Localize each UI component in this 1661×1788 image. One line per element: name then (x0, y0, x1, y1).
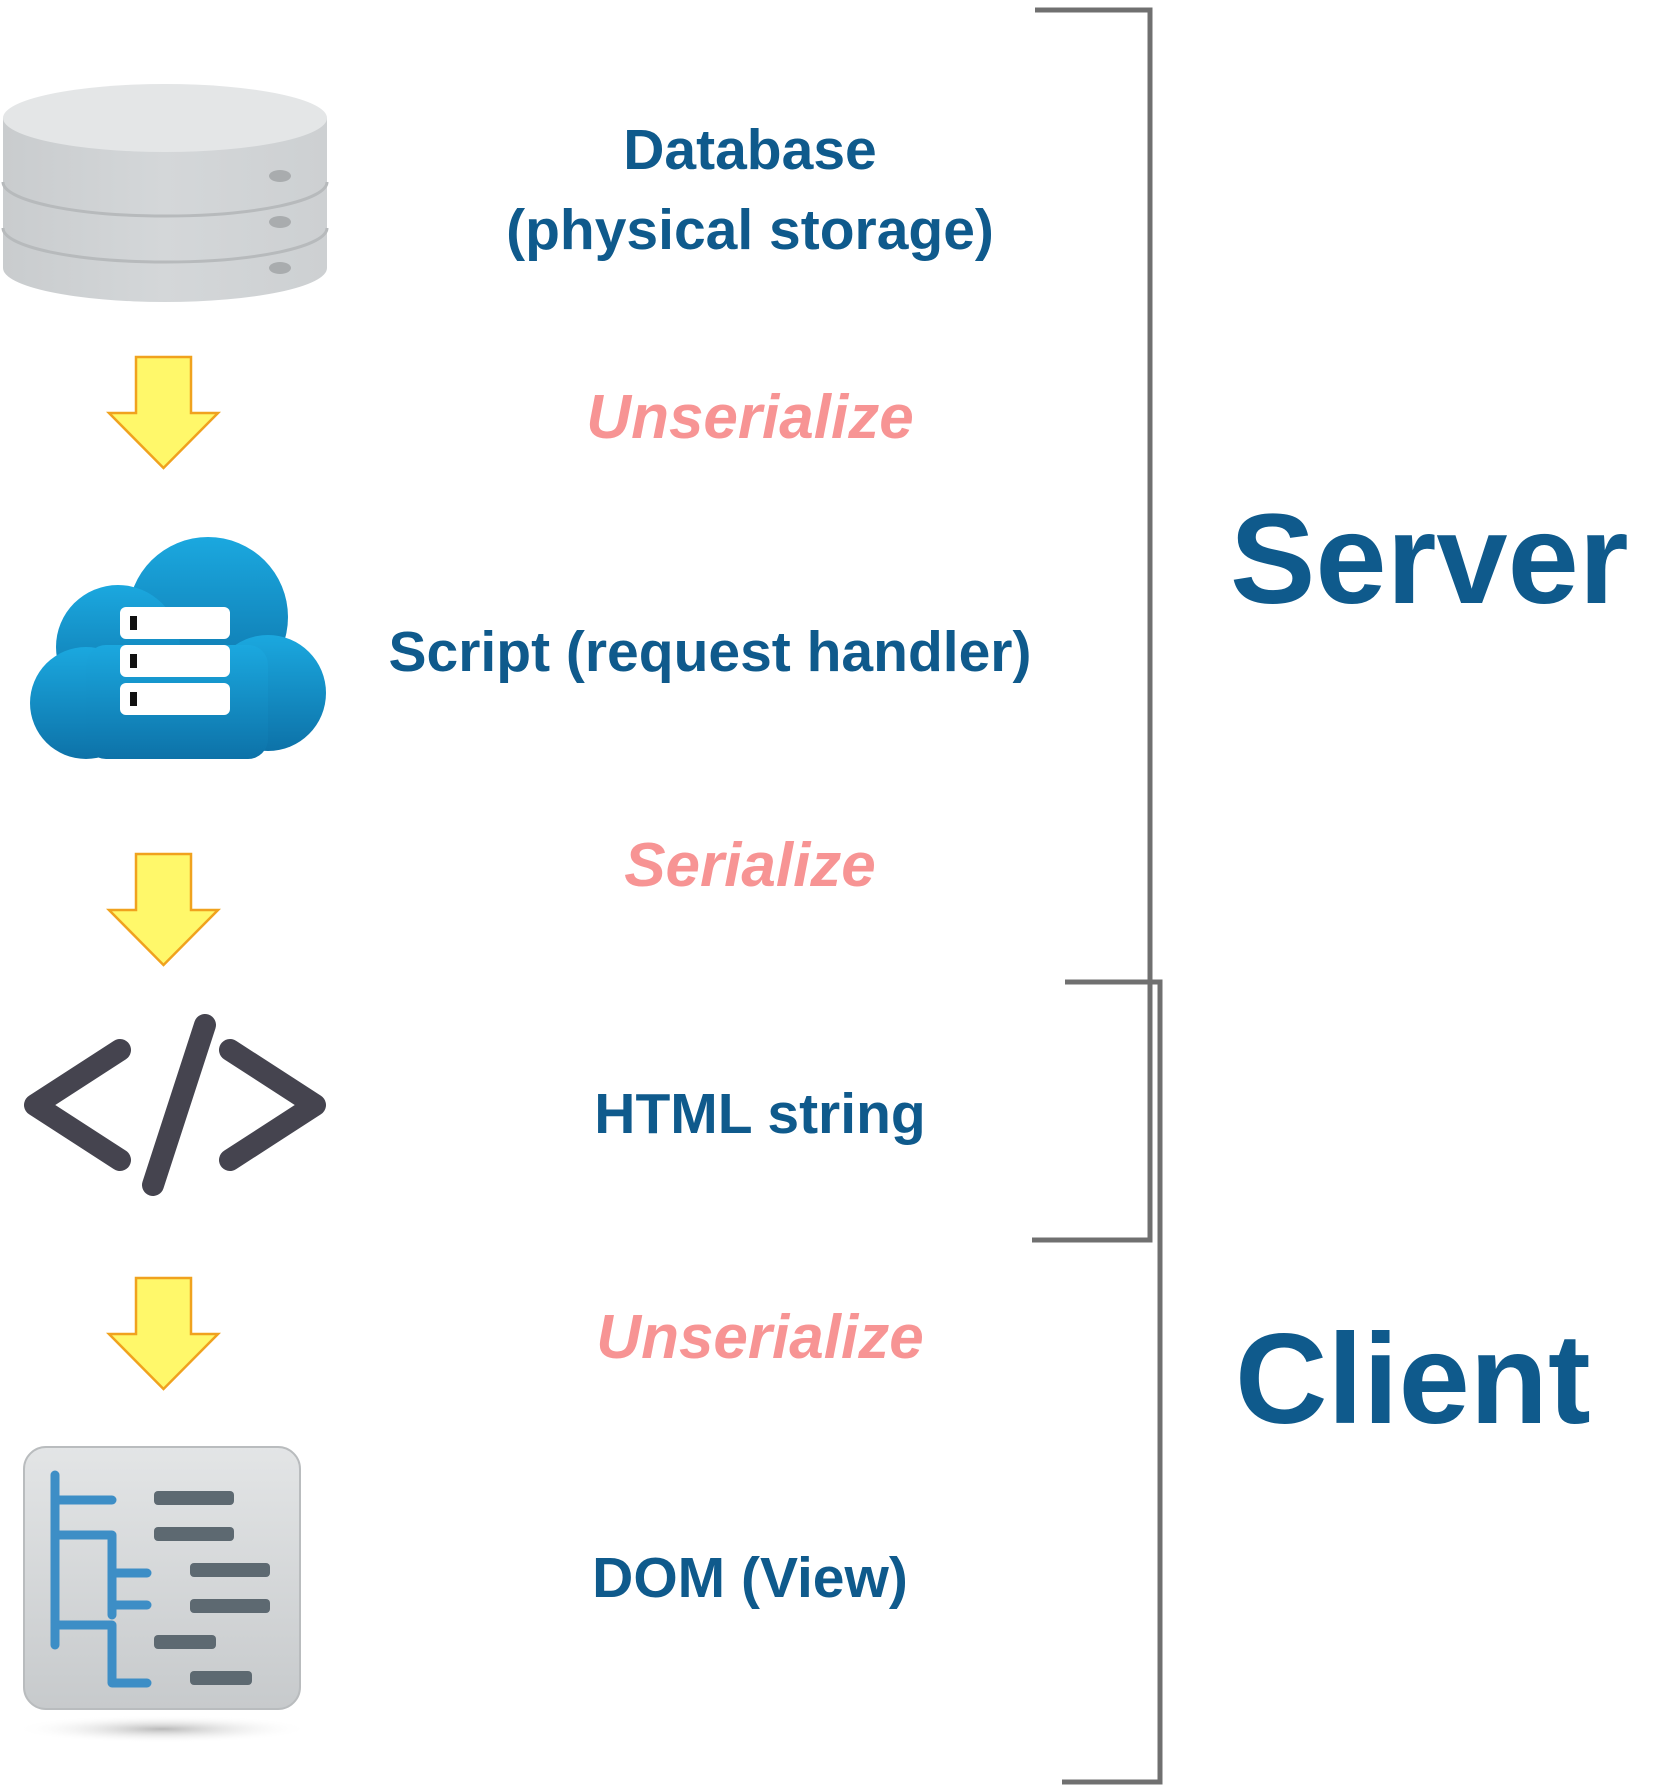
serialize-step: Serialize (624, 831, 876, 900)
html-string-label: HTML string (594, 1082, 926, 1146)
server-label: Server (1230, 488, 1629, 631)
unserialize-step-2: Unserialize (596, 1303, 924, 1372)
database-icon (0, 80, 330, 305)
down-arrow-icon (106, 355, 221, 470)
database-label: Database (physical storage) (430, 110, 1070, 270)
down-arrow-icon (106, 1276, 221, 1391)
script-label: Script (request handler) (388, 620, 1032, 684)
client-bracket (1060, 970, 1170, 1788)
unserialize-step-1: Unserialize (586, 383, 914, 452)
down-arrow-icon (106, 852, 221, 967)
code-icon (20, 1010, 330, 1200)
server-bracket (1030, 0, 1170, 1250)
database-title: Database (623, 118, 877, 182)
dom-tree-icon (12, 1445, 312, 1745)
database-subtitle: (physical storage) (506, 198, 994, 262)
dom-label: DOM (View) (592, 1546, 908, 1610)
client-label: Client (1235, 1308, 1591, 1451)
cloud-server-icon (28, 535, 326, 760)
